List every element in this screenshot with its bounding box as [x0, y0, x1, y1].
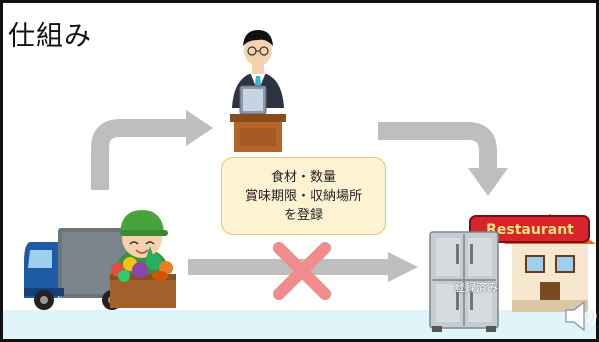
note-line-2: 賞味期限・収納場所 — [244, 188, 362, 204]
businessman-with-tablet-icon — [230, 30, 286, 152]
page-title: 仕組み — [8, 21, 92, 52]
speaker-icon[interactable] — [565, 300, 597, 332]
arrow-truck-to-reception — [91, 110, 213, 190]
cross-mark-icon — [273, 242, 331, 300]
arrow-direct-blocked — [188, 252, 418, 282]
registration-note: 食材・数量 賞味期限・収納場所 を登録 — [221, 157, 386, 235]
farmer-with-vegetables-icon — [110, 210, 176, 308]
restaurant-sign-text: Restaurant — [486, 222, 574, 238]
floor-band — [2, 310, 597, 342]
restaurant-sign: Restaurant — [469, 215, 590, 243]
commercial-fridge-icon — [429, 231, 499, 332]
arrow-reception-to-fridge — [378, 122, 508, 196]
note-line-1: 食材・数量 — [270, 169, 336, 185]
registered-status-label: 登録済み — [454, 281, 498, 294]
note-line-3: を登録 — [283, 207, 323, 223]
